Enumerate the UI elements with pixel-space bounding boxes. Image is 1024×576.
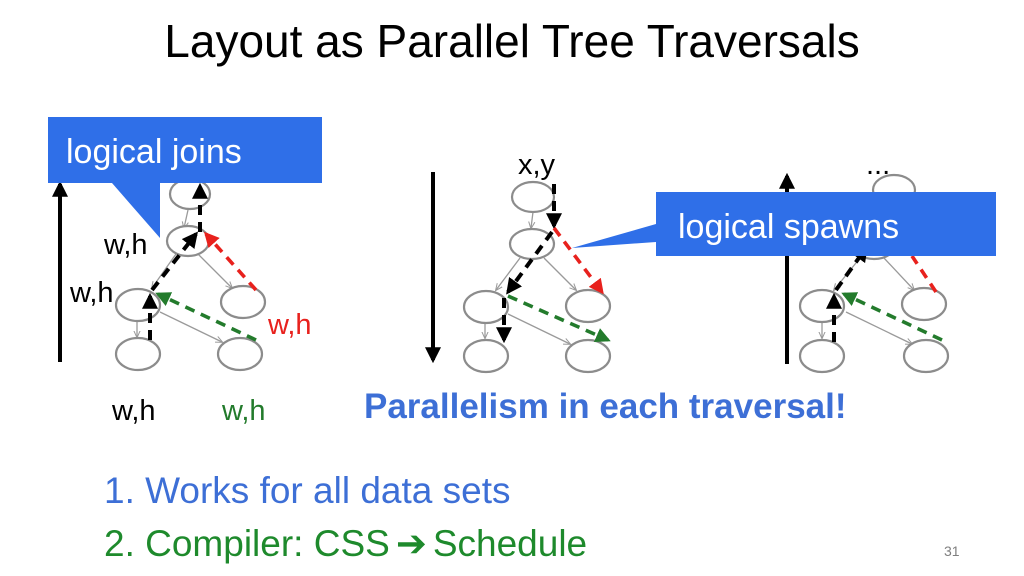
left-flow-green <box>155 292 257 342</box>
middle-edge-n1-n2 <box>496 257 521 290</box>
left-label-mid-left: w,h <box>69 277 114 309</box>
left-node-level2-right <box>219 284 267 320</box>
logical-spawns-callout-shape <box>572 192 996 256</box>
point-compiler-prefix: 2. Compiler: CSS <box>104 523 390 564</box>
left-label-bottom-left: w,h <box>111 395 156 427</box>
middle-edge-n2-n5 <box>507 313 570 344</box>
left-label-mid-right: w,h <box>267 309 312 341</box>
right-edge-n2-n5 <box>845 311 912 344</box>
page-number: 31 <box>944 543 960 559</box>
middle-label-top: x,y <box>518 149 556 181</box>
logical-spawns-callout: logical spawns <box>572 192 996 256</box>
middle-node-level1 <box>508 227 556 261</box>
logical-joins-callout-shape <box>48 117 322 238</box>
point-compiler-suffix: Schedule <box>432 523 588 564</box>
left-edge-n0-n1 <box>184 209 188 228</box>
logical-joins-callout-label: logical joins <box>66 133 242 171</box>
parallelism-banner: Parallelism in each traversal! <box>364 387 847 426</box>
middle-node-level3-left <box>462 338 510 374</box>
middle-node-level3-right <box>564 338 612 374</box>
middle-flow-red <box>552 226 604 295</box>
left-label-top-partial: w,h <box>103 229 148 261</box>
right-arrow-icon: ➔ <box>395 523 427 564</box>
logical-spawns-callout-label: logical spawns <box>678 208 899 246</box>
left-flow-up-2 <box>150 231 198 292</box>
point-works-for-all-data-sets: 1. Works for all data sets <box>104 470 511 511</box>
point-compiler-css-schedule: 2. Compiler: CSS➔Schedule <box>104 522 587 565</box>
middle-node-root <box>510 180 556 214</box>
right-node-level3-right <box>902 338 950 374</box>
slide-title: Layout as Parallel Tree Traversals <box>164 15 860 67</box>
right-flow-red <box>910 255 938 293</box>
left-flow-red <box>203 231 258 292</box>
middle-edge-n1-n3 <box>543 257 576 290</box>
right-label-top: ... <box>866 149 890 181</box>
middle-node-level2-right <box>564 288 612 324</box>
middle-flow-down-2 <box>506 230 554 295</box>
right-node-level3-left <box>798 338 846 374</box>
right-edge-n1-n3 <box>883 257 914 290</box>
left-node-level3-right <box>216 336 264 372</box>
left-node-root <box>168 177 212 211</box>
left-edge-n2-n5 <box>159 311 222 342</box>
right-node-level2-left <box>798 288 846 324</box>
logical-joins-callout: logical joins <box>48 117 322 238</box>
middle-edge-n0-n1 <box>531 211 533 228</box>
middle-node-level2-left <box>462 289 510 325</box>
left-node-level2-left <box>114 287 162 323</box>
middle-tree: x,y <box>425 149 612 374</box>
left-label-bottom-right: w,h <box>221 395 266 427</box>
left-edge-n1-n3 <box>197 253 232 288</box>
left-tree: w,h w,h w,h w,h w,h logical joins <box>48 117 322 427</box>
right-flow-green <box>841 292 943 342</box>
left-node-level3-left <box>114 336 162 372</box>
middle-flow-green <box>507 294 611 343</box>
right-node-level2-right <box>900 286 948 322</box>
right-tree: ... logical spawns <box>572 149 996 374</box>
